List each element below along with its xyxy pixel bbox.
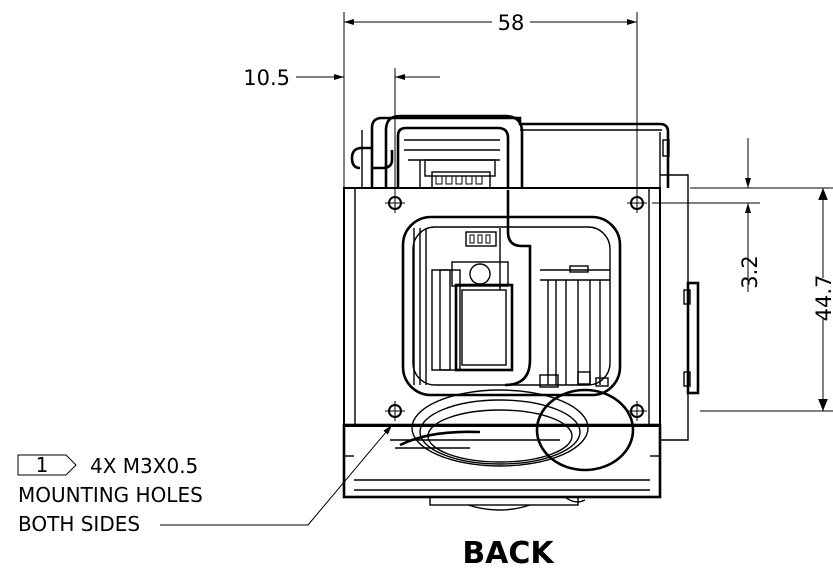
mounting-hole-callout: 1 4X M3X0.5 MOUNTING HOLES BOTH SIDES <box>17 424 393 536</box>
note-flag-number: 1 <box>36 453 49 477</box>
dimension-44-7-label: 44.7 <box>812 275 833 322</box>
dimension-overall-height: 44.7 <box>700 187 833 412</box>
note-flag: 1 <box>17 453 77 477</box>
frame-plate <box>343 187 661 427</box>
right-bracket <box>660 174 700 441</box>
view-title: BACK <box>462 536 555 571</box>
note-line-1: 4X M3X0.5 <box>90 454 198 478</box>
internal-components <box>413 190 610 388</box>
dimension-58-label: 58 <box>498 11 525 35</box>
dimension-10-5-label: 10.5 <box>243 66 290 90</box>
dimension-overall-width: 58 <box>343 11 638 196</box>
top-module <box>350 114 670 189</box>
mounting-holes <box>385 193 647 421</box>
note-line-3: BOTH SIDES <box>18 512 140 536</box>
dimension-3-2-label: 3.2 <box>738 255 762 288</box>
note-line-2: MOUNTING HOLES <box>18 483 203 507</box>
dimension-hole-offset: 10.5 <box>243 66 440 196</box>
dimension-hole-vertical: 3.2 <box>652 138 762 292</box>
part-body <box>342 114 700 511</box>
